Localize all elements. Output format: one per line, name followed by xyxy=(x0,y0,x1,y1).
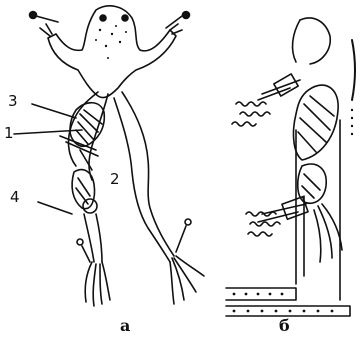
prep-panel-b xyxy=(226,18,355,316)
pin-icon xyxy=(176,219,191,252)
label-2: 2 xyxy=(110,172,120,187)
pin-icon xyxy=(30,12,59,23)
pin-icon xyxy=(77,239,90,262)
gastrocnemius-muscle xyxy=(294,85,339,160)
label-1: 1 xyxy=(4,126,14,141)
eye-icon xyxy=(100,15,106,21)
pin-icon xyxy=(166,12,190,29)
frog-body xyxy=(48,6,176,98)
electrode-coil xyxy=(236,102,266,106)
label-4: 4 xyxy=(10,190,20,205)
frog-panel-a xyxy=(14,6,204,306)
right-thigh xyxy=(122,92,174,256)
leader-line-3 xyxy=(32,104,76,118)
eye-icon xyxy=(122,15,128,21)
caption-a: а xyxy=(120,318,130,334)
caption-b: б xyxy=(279,318,290,334)
leader-line-4 xyxy=(38,202,72,214)
leader-line-1 xyxy=(14,130,82,134)
label-3: 3 xyxy=(8,94,18,109)
